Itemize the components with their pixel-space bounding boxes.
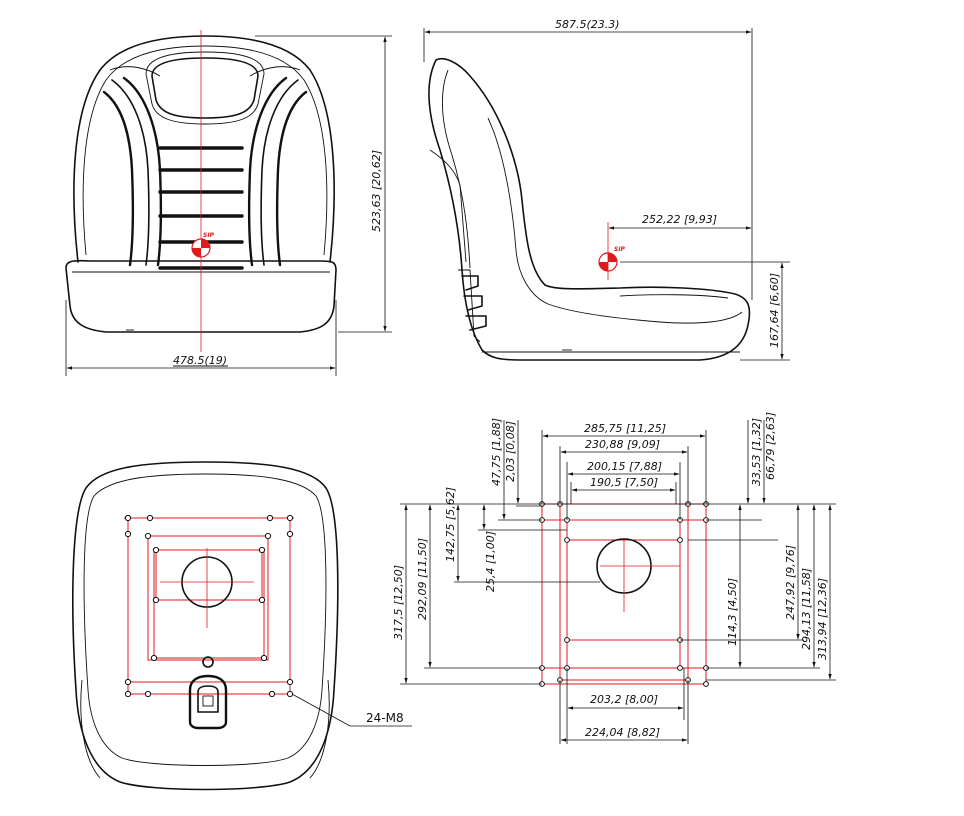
sip-label-side: SIP [614,246,626,253]
mount-width-203: 203,2 [8,00] [590,693,658,706]
bottom-view: 24-M8 [72,461,412,791]
mount-height-294: 294,13 [11,58] [800,568,813,650]
sip-label-front: SIP [203,232,215,239]
front-width-label: 478.5(19) [173,354,227,367]
mount-width-224: 224,04 [8,82] [585,726,660,739]
mount-height-2: 2,03 [0,08] [504,421,517,482]
mount-height-247: 247,92 [9,76] [784,545,797,620]
mount-height-47: 47,75 [1,88] [490,418,503,486]
mount-height-25: 25,4 [1,00] [484,531,497,592]
side-sip-horizontal-label: 252,22 [9,93] [642,213,717,226]
sip-marker-front: SIP [191,232,215,258]
bolt-callout-label: 24-M8 [366,711,404,725]
front-height-label: 523,63 [20,62] [370,150,383,232]
mount-width-285: 285,75 [11,25] [584,422,666,435]
sip-marker-side: SIP [598,246,626,272]
mount-height-313: 313,94 [12,36] [816,578,829,660]
mount-height-114: 114,3 [4,50] [726,578,739,646]
mount-pattern-view: 285,75 [11,25] 230,88 [9,09] 200,15 [7,8… [392,412,836,744]
mount-height-33: 33,53 [1,32] [750,418,763,486]
side-view: SIP 587.5(23.3) 252,22 [9,93] 167,64 [6,… [423,18,790,361]
mount-height-317: 317,5 [12,50] [392,565,405,640]
side-depth-label: 587.5(23.3) [555,18,620,31]
mount-width-200: 200,15 [7,88] [587,460,662,473]
front-view: SIP 523,63 [20,62] 478.5(19) [65,30,392,376]
mount-width-190: 190,5 [7,50] [590,476,658,489]
mount-height-292: 292,09 [11,50] [416,538,429,620]
bottom-bolt-holes [124,514,294,698]
mount-height-142: 142,75 [5,62] [444,487,457,562]
side-sip-vertical-label: 167,64 [6,60] [768,273,781,348]
mount-width-230: 230,88 [9,09] [585,438,660,451]
mount-height-66: 66,79 [2,63] [764,412,777,480]
